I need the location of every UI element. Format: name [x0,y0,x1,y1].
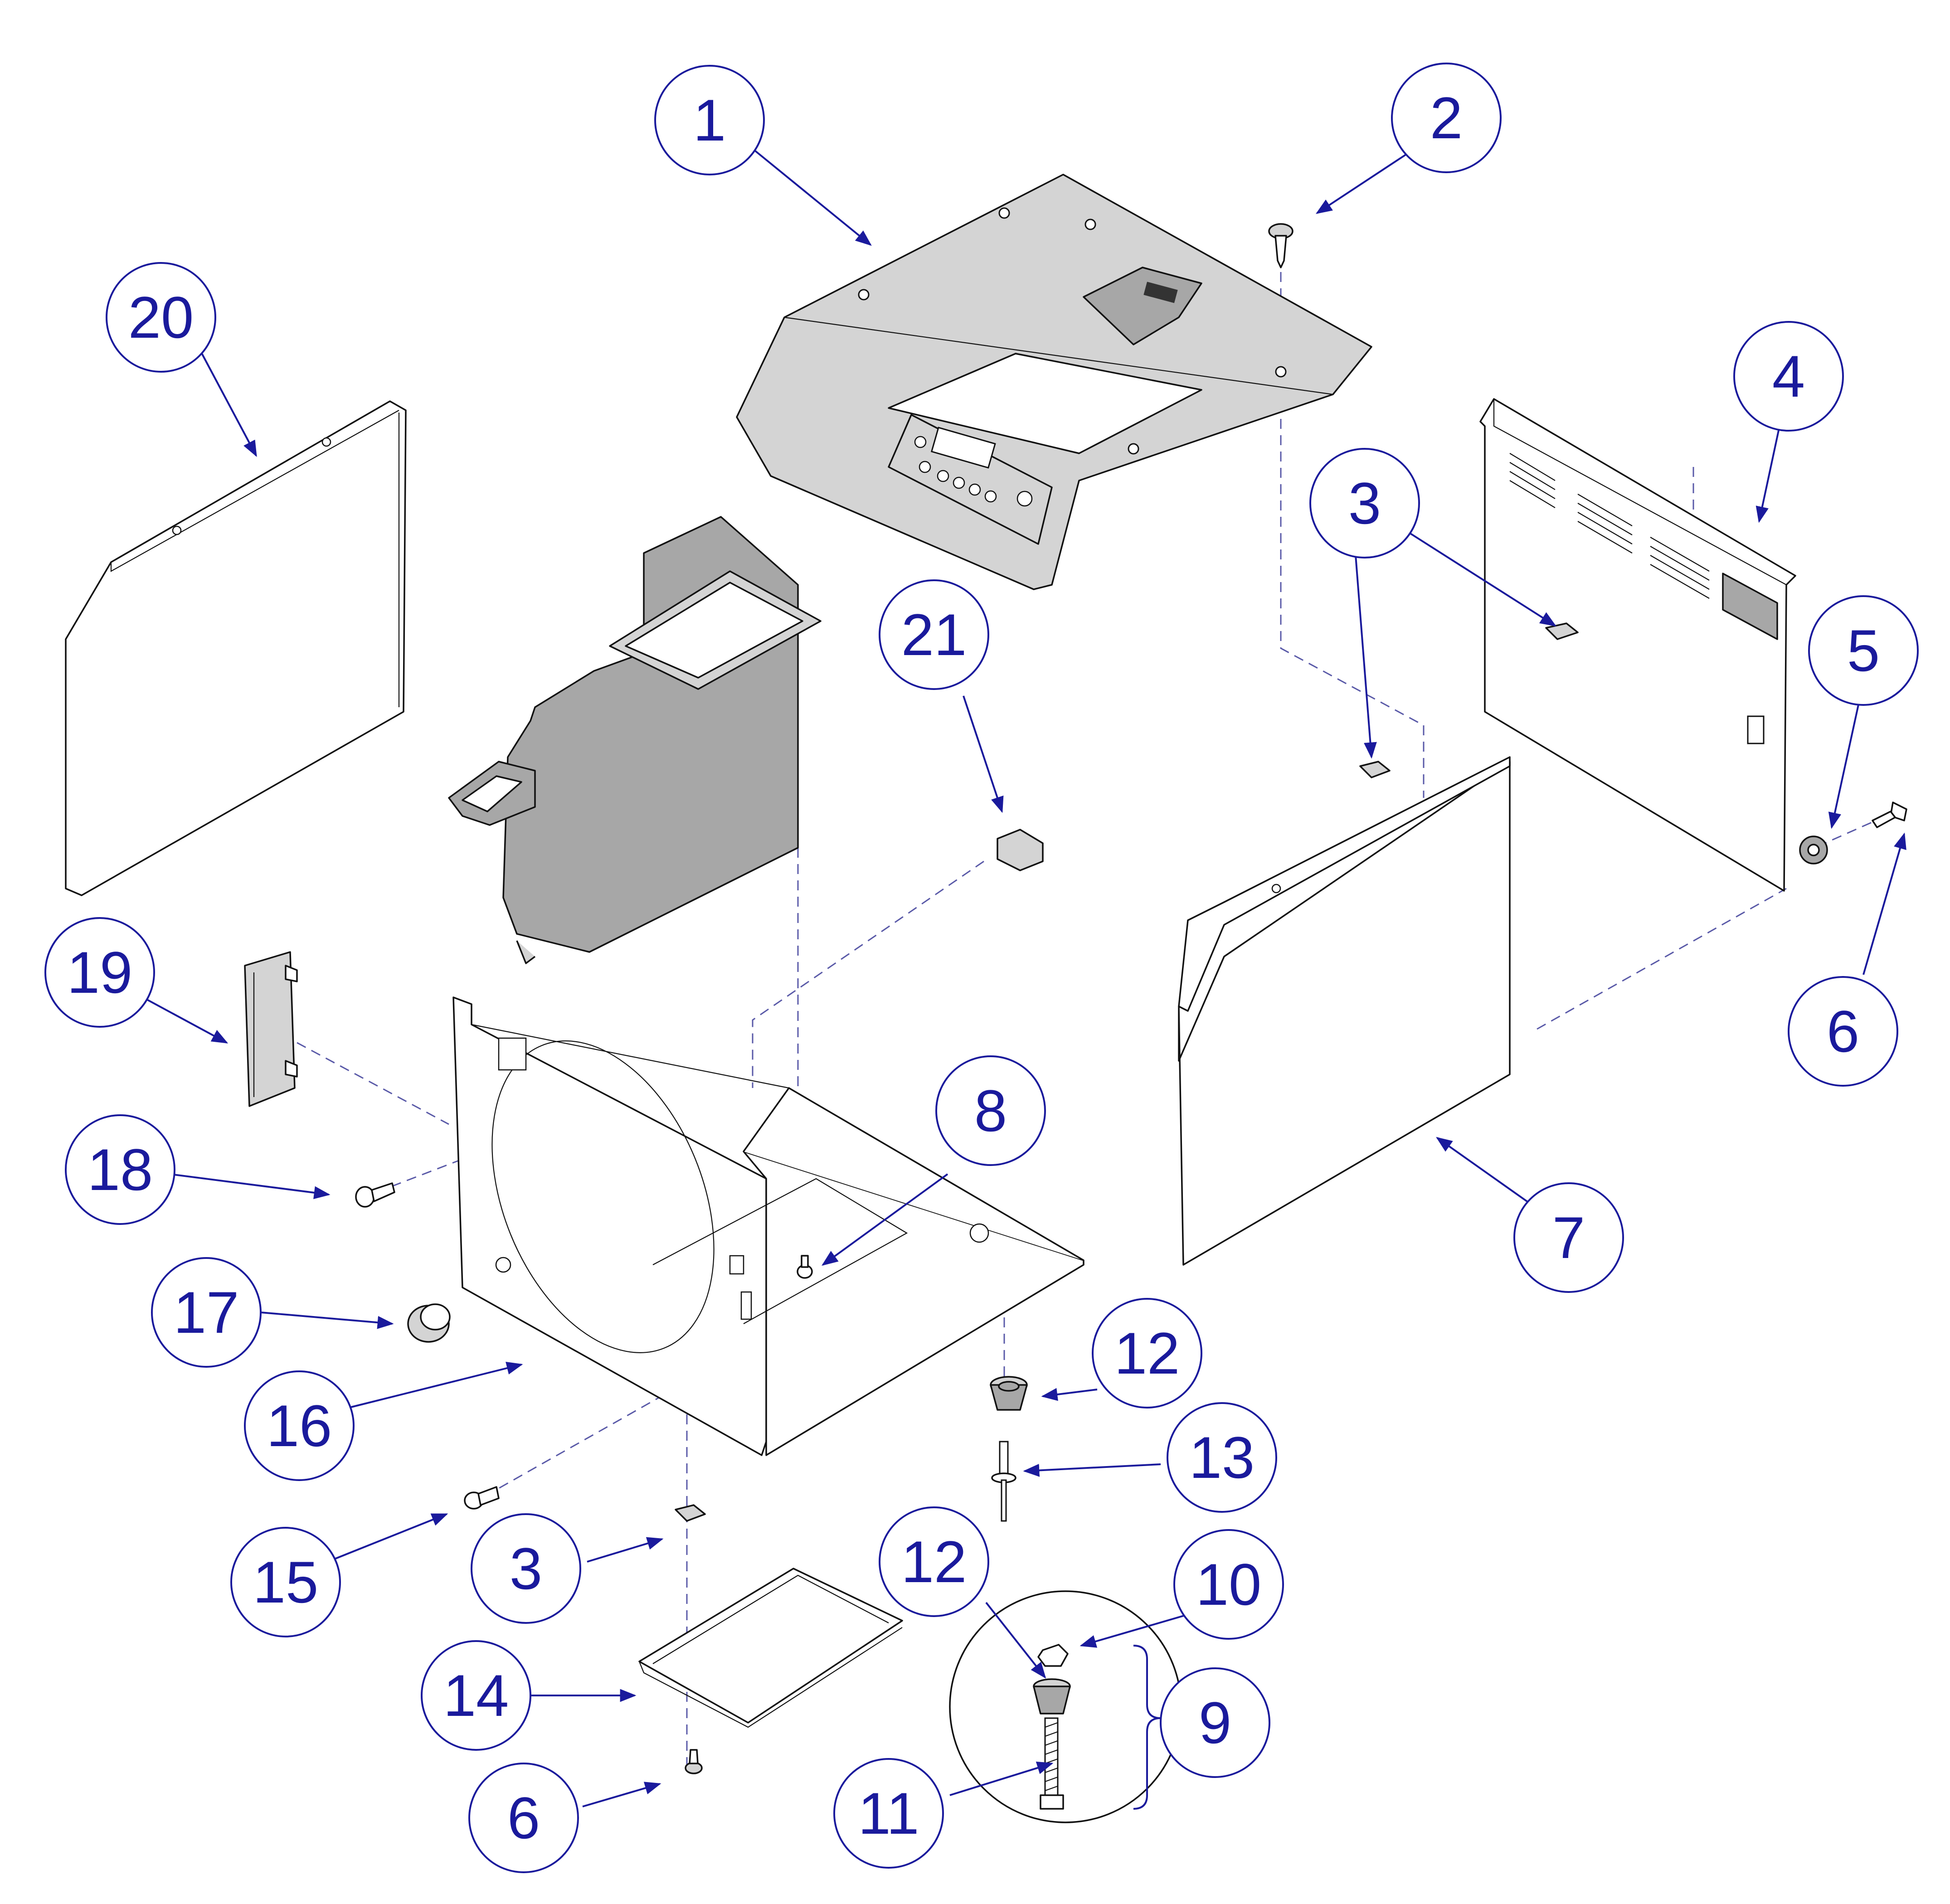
bracket-part-19 [244,951,298,1107]
svg-text:8: 8 [974,1078,1007,1144]
callout-3-lower: 3 [471,1513,581,1624]
rubber-foot-part-12-detail [1033,1678,1071,1715]
svg-text:12: 12 [1114,1320,1180,1386]
callout-leader-lines [142,144,1906,1807]
callout-15: 15 [230,1527,341,1637]
clip-nut-part-lower [675,1504,706,1522]
water-reservoir [448,516,822,964]
screw-part-6-upper [1872,801,1907,828]
clip-part-21 [997,829,1044,871]
callout-7: 7 [1513,1182,1624,1293]
callout-6-right: 6 [1788,976,1898,1087]
svg-text:19: 19 [67,939,133,1005]
callout-17: 17 [151,1257,262,1368]
clip-nut-part-middle [1359,761,1391,778]
callout-19: 19 [44,917,155,1028]
screw-part-18 [355,1182,395,1208]
stud-part-8 [797,1255,813,1279]
svg-text:16: 16 [267,1393,332,1459]
callout-5: 5 [1808,595,1919,706]
screw-part-2 [1268,223,1294,268]
svg-text:18: 18 [88,1137,153,1203]
grommet-part-17 [407,1303,451,1343]
callout-8: 8 [935,1055,1046,1166]
star-washer-part [1799,835,1828,865]
svg-text:14: 14 [443,1662,509,1729]
callout-16: 16 [244,1370,355,1481]
rear-panel-vent-slots [1509,453,1710,599]
svg-text:10: 10 [1196,1551,1262,1617]
svg-text:5: 5 [1847,617,1880,684]
svg-text:17: 17 [174,1279,239,1345]
right-side-panel-part [1178,756,1511,1266]
base-chassis-part [452,996,1084,1456]
screw-part-6-lower [685,1749,703,1774]
callout-3-upper: 3 [1309,448,1420,559]
rear-panel-part [1479,398,1796,892]
callout-10: 10 [1173,1529,1284,1640]
callout-21: 21 [879,579,989,690]
top-cover-part [736,174,1372,590]
callout-12-detail: 12 [879,1506,989,1617]
svg-text:4: 4 [1772,343,1805,409]
svg-text:7: 7 [1552,1205,1585,1271]
callout-20: 20 [106,262,216,373]
callout-13: 13 [1167,1402,1277,1513]
callout-2: 2 [1391,63,1502,173]
svg-text:2: 2 [1430,85,1463,151]
svg-text:15: 15 [253,1549,319,1615]
svg-text:1: 1 [693,87,726,153]
callout-12-upper: 12 [1092,1298,1202,1409]
left-side-panel-part [65,400,407,896]
bolt-part-11 [1040,1717,1064,1810]
svg-text:3: 3 [510,1535,542,1602]
callout-4: 4 [1733,321,1844,432]
svg-text:9: 9 [1199,1690,1231,1756]
callout-11: 11 [833,1758,944,1869]
svg-text:12: 12 [901,1529,967,1595]
svg-text:11: 11 [858,1780,919,1846]
callout-6-bottom: 6 [468,1763,579,1873]
svg-text:20: 20 [128,284,194,350]
callout-9: 9 [1160,1667,1270,1778]
svg-text:21: 21 [901,602,967,668]
callout-18: 18 [65,1114,175,1225]
drip-tray-part [638,1568,903,1728]
nut-part-10 [1037,1644,1069,1667]
callout-14: 14 [421,1640,531,1751]
screw-part-15 [464,1486,500,1510]
clip-nut-part-upper [1545,622,1579,640]
rubber-foot-part-12-upper [990,1376,1028,1411]
svg-text:6: 6 [507,1785,540,1851]
callout-1: 1 [654,65,765,175]
foot-assembly-detail-view [949,1590,1182,1823]
svg-text:3: 3 [1348,470,1381,536]
svg-text:13: 13 [1189,1424,1255,1491]
pin-part-13 [991,1441,1016,1522]
svg-text:6: 6 [1827,998,1859,1064]
